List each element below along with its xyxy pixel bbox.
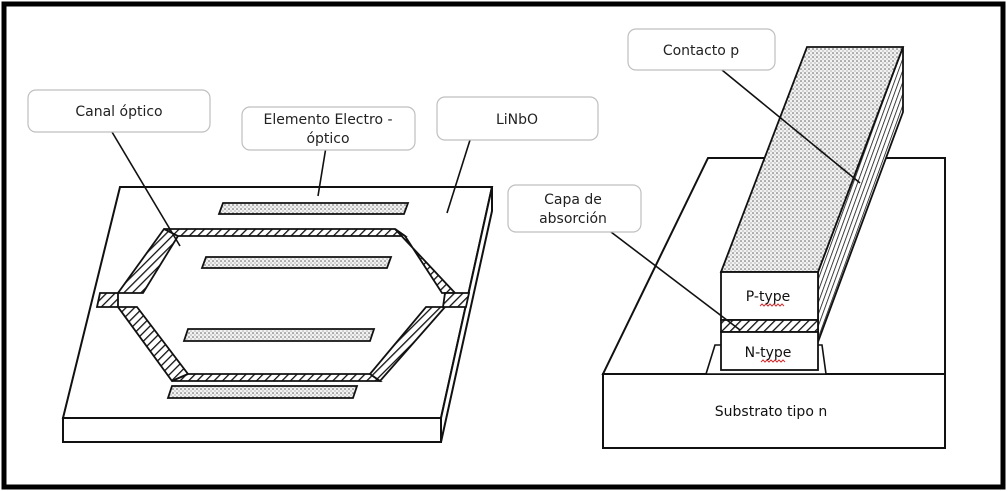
leader-line-electro-optic: [317, 146, 327, 197]
p-type-layer: [720, 271, 819, 321]
left-figure-mach-zehnder: Canal óptico Elemento Electro - óptico L…: [27, 89, 599, 443]
callout-p-contact: [627, 28, 776, 71]
callout-linbo-text: LiNbO: [496, 112, 538, 128]
electrode-top-outer: [217, 202, 410, 215]
electrode-bottom-inner: [182, 328, 376, 342]
linbo-substrate-top: [61, 186, 494, 419]
callout-p-contact-text: Contacto p: [663, 43, 739, 59]
electrode-bottom-outer: [166, 385, 359, 399]
callout-optical-channel: [27, 89, 211, 133]
p-type-spellcheck-underline: [759, 303, 785, 307]
n-type-layer: [720, 331, 819, 371]
callout-electro-optic-element: [241, 106, 416, 151]
optical-waveguide: [95, 227, 471, 383]
substrate-label: Substrato tipo n: [715, 404, 827, 420]
callout-linbo: [436, 96, 599, 141]
linbo-substrate-side: [440, 186, 493, 443]
leader-line-optical-channel: [111, 131, 181, 247]
electro-optic-electrodes: [166, 202, 410, 399]
leader-line-linbo: [446, 139, 471, 214]
substrate-front: [602, 373, 946, 449]
leader-line-p-contact: [721, 69, 861, 184]
callout-absorption-layer-line2: absorción: [539, 211, 607, 227]
n-type-spellcheck-underline: [760, 359, 786, 363]
callout-electro-optic-element-line1: Elemento Electro -: [263, 112, 392, 128]
p-type-label: P-type: [746, 289, 790, 305]
electrode-top-inner: [200, 256, 393, 269]
right-figure-photodetector: Substrato tipo n P-type N-type Contacto …: [507, 28, 946, 449]
n-type-label: N-type: [745, 345, 792, 361]
callout-absorption-layer: [507, 184, 642, 233]
callout-optical-channel-text: Canal óptico: [75, 104, 162, 120]
leader-line-absorption-layer: [610, 231, 741, 331]
callout-absorption-layer-line1: Capa de: [544, 192, 602, 208]
linbo-substrate-front: [62, 417, 442, 443]
callout-electro-optic-element-line2: óptico: [306, 131, 349, 147]
